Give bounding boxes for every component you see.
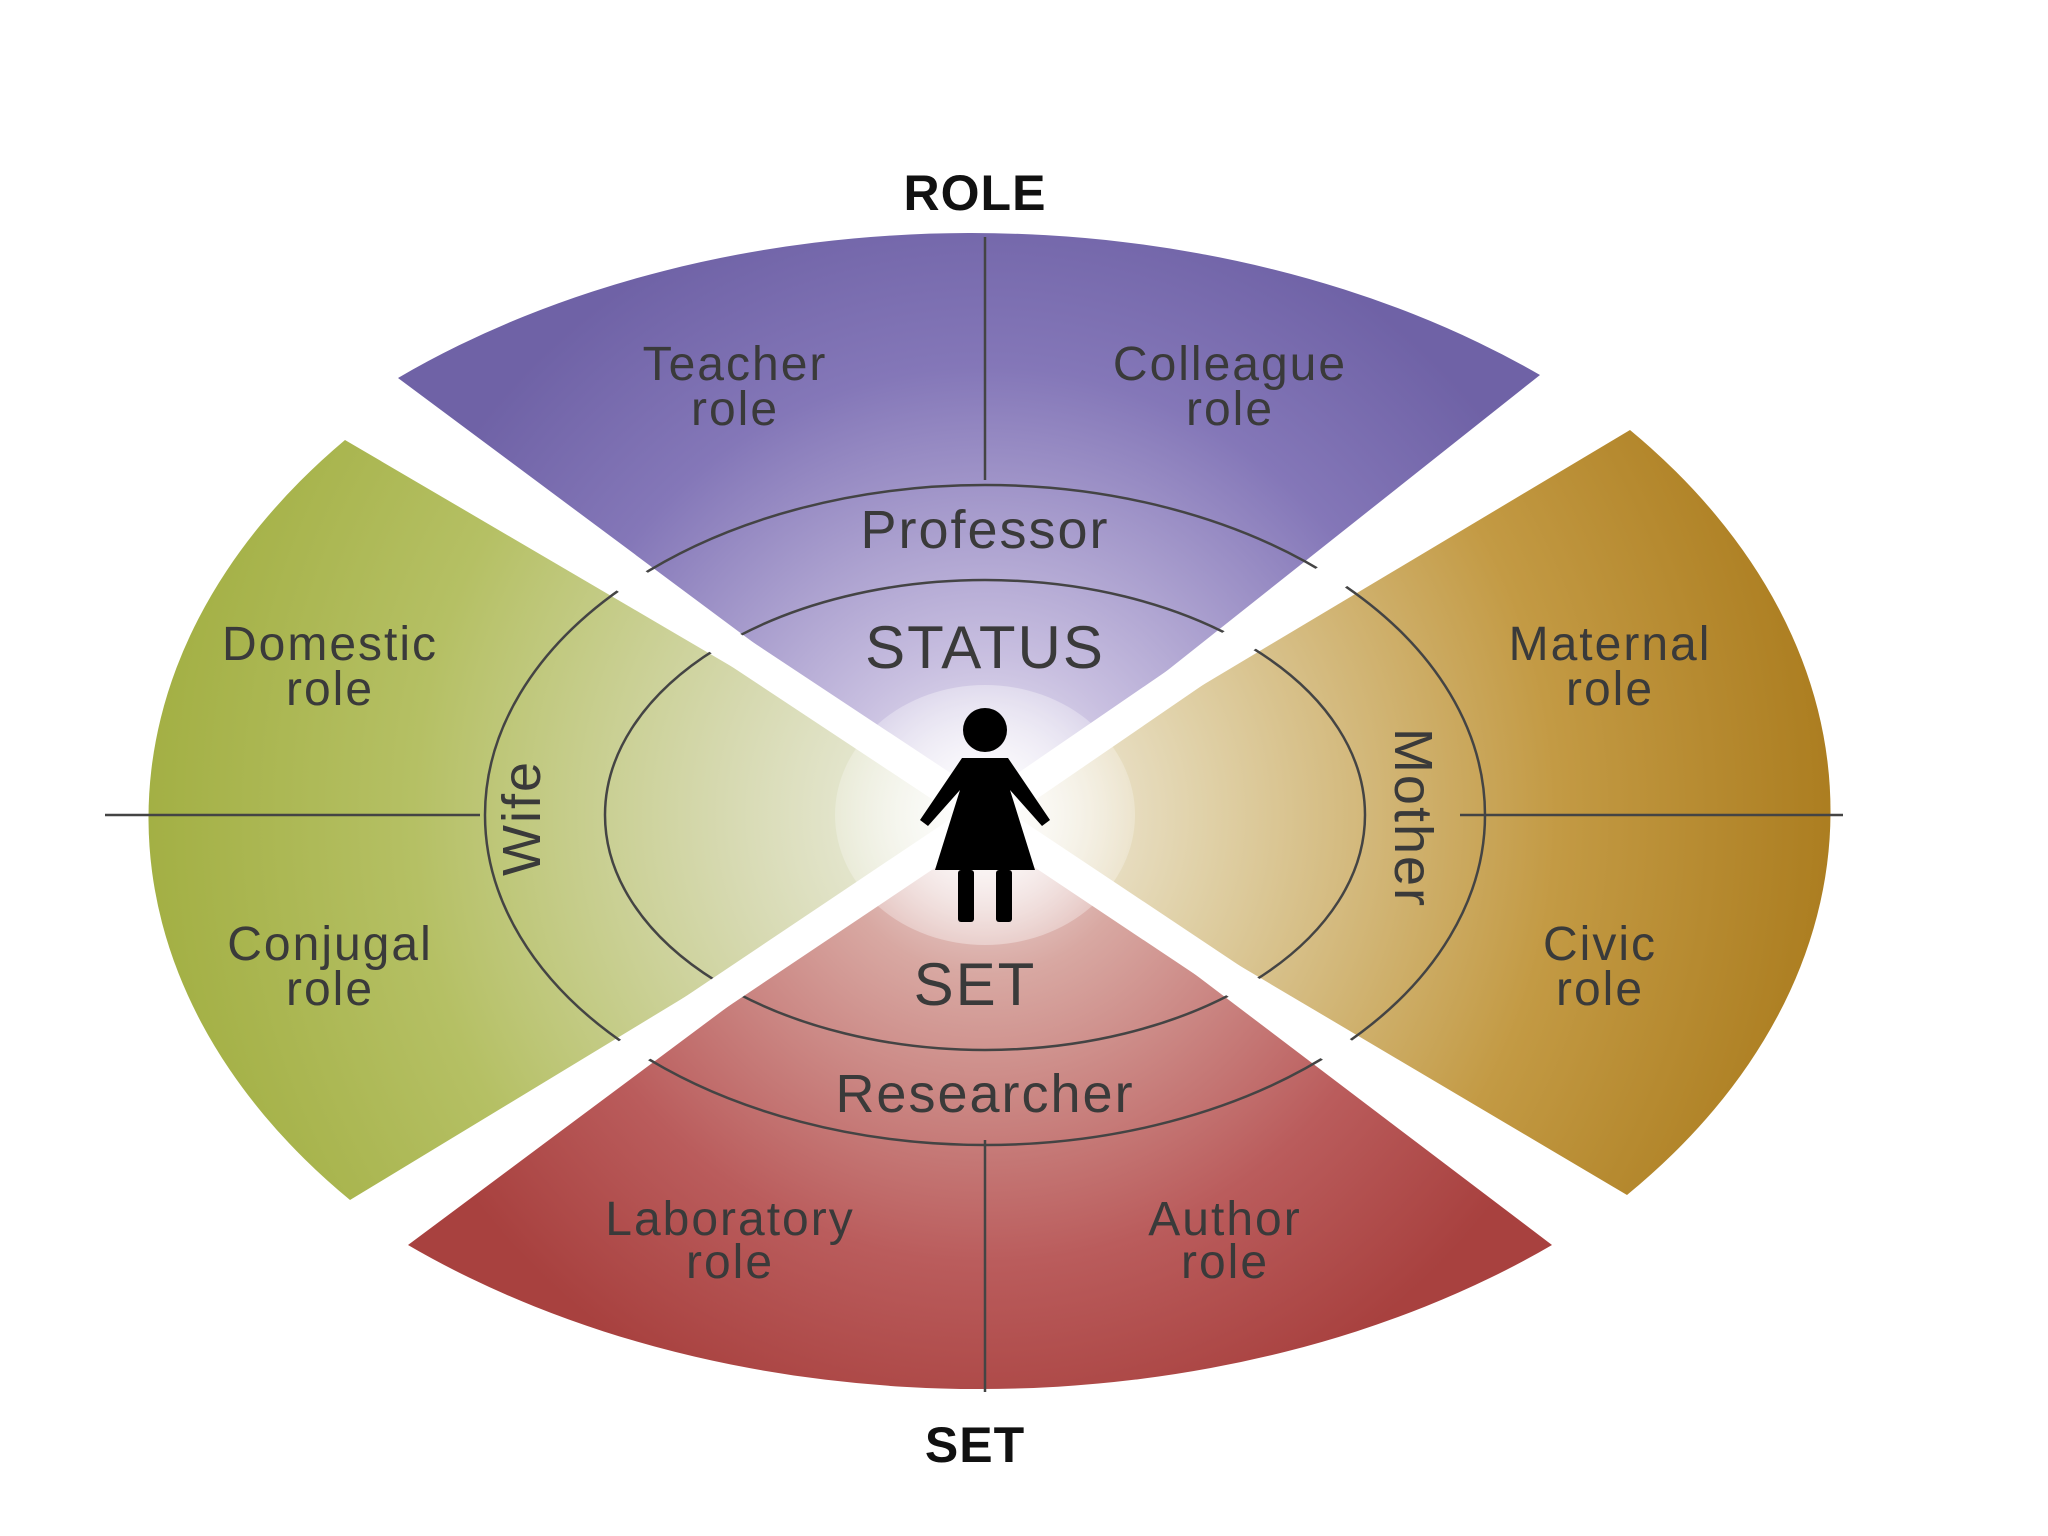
core-ring	[603, 578, 1367, 1052]
status-label-professor: Professor	[860, 500, 1109, 560]
role-domestic-line1: Domestic	[222, 618, 438, 671]
heading-role: ROLE	[904, 165, 1047, 221]
sector-top-shape	[398, 233, 1540, 816]
role-teacher-line2: role	[691, 383, 779, 436]
role-domestic: Domestic role	[222, 618, 438, 716]
role-laboratory-line1: Laboratory	[605, 1193, 854, 1246]
role-author: Author role	[1148, 1193, 1301, 1289]
role-laboratory-line2: role	[686, 1236, 774, 1289]
role-domestic-line2: role	[286, 663, 374, 716]
role-colleague: Colleague role	[1113, 338, 1347, 436]
status-ring	[483, 483, 1487, 1147]
core-label-status: STATUS	[865, 614, 1105, 681]
rings	[483, 483, 1487, 1147]
person-female-icon	[920, 708, 1050, 922]
sector-left	[105, 440, 985, 1200]
sector-right-shape	[985, 430, 1831, 1195]
core-label-set: SET	[914, 951, 1037, 1018]
heading-set: SET	[925, 1417, 1025, 1473]
status-label-researcher: Researcher	[835, 1064, 1134, 1124]
role-maternal-line1: Maternal	[1509, 618, 1712, 671]
role-conjugal: Conjugal role	[227, 918, 432, 1016]
role-colleague-line2: role	[1186, 383, 1274, 436]
sector-left-shape	[148, 440, 985, 1200]
role-civic-line1: Civic	[1543, 918, 1657, 971]
sector-bottom-shape	[408, 815, 1552, 1390]
role-author-line1: Author	[1148, 1193, 1301, 1246]
role-teacher-line1: Teacher	[643, 338, 828, 391]
sector-top	[398, 233, 1540, 816]
role-teacher: Teacher role	[643, 338, 828, 436]
role-maternal: Maternal role	[1509, 618, 1712, 716]
role-civic-line2: role	[1556, 963, 1644, 1016]
role-author-line2: role	[1181, 1236, 1269, 1289]
status-label-wife: Wife	[492, 760, 552, 876]
role-colleague-line1: Colleague	[1113, 338, 1347, 391]
role-conjugal-line1: Conjugal	[227, 918, 432, 971]
sector-bottom	[408, 815, 1552, 1392]
role-maternal-line2: role	[1566, 663, 1654, 716]
role-civic: Civic role	[1543, 918, 1657, 1016]
status-label-mother: Mother	[1383, 728, 1443, 908]
role-laboratory: Laboratory role	[605, 1193, 854, 1289]
sector-right	[985, 430, 1843, 1195]
role-conjugal-line2: role	[286, 963, 374, 1016]
